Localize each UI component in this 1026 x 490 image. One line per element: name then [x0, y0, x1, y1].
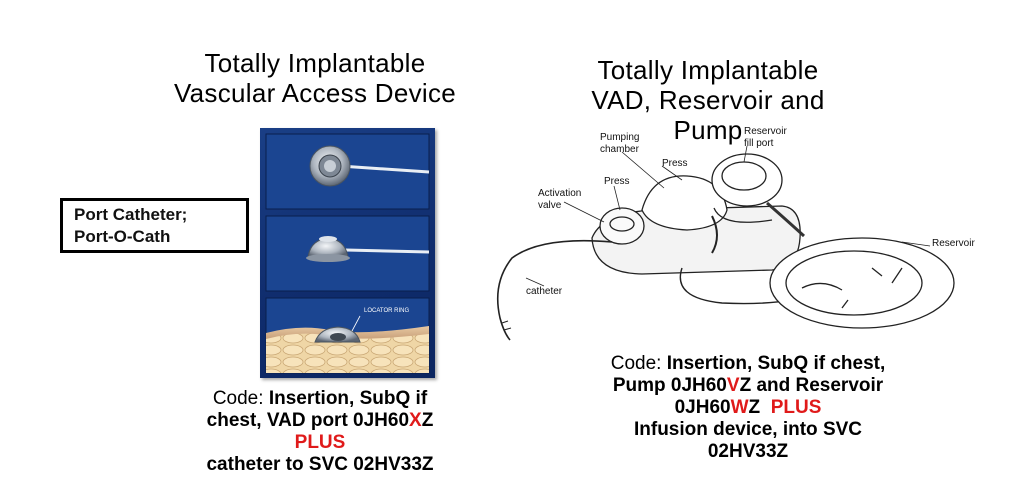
label-catheter: catheter — [526, 286, 563, 297]
activation-valve — [599, 207, 645, 245]
right-code-line4: Infusion device, into SVC — [633, 419, 863, 440]
label-activation: Activation — [538, 188, 581, 199]
label-pumping: Pumping — [600, 132, 639, 143]
left-code-line2: chest, VAD port 0JH60 — [206, 410, 410, 431]
right-code-plus: PLUS — [770, 397, 822, 418]
left-code-prefix: Code: — [212, 388, 269, 409]
right-title: Totally Implantable VAD, Reservoir and P… — [548, 55, 868, 145]
right-code-line3-pre: 0JH60 — [674, 397, 731, 418]
reservoir-fill-port — [711, 153, 783, 207]
left-code-bold1: Insertion, SubQ if — [268, 388, 428, 409]
label-reservoir-fill: Reservoir — [744, 126, 787, 137]
left-code-red-x: X — [409, 410, 422, 431]
reservoir — [769, 237, 955, 329]
label-reservoir: Reservoir — [932, 238, 975, 249]
left-title-line1: Totally Implantable — [204, 48, 426, 78]
locator-ring-label: LOCATOR RING — [364, 308, 409, 314]
left-code-line2-post: Z — [421, 410, 434, 431]
left-title-line2: Vascular Access Device — [173, 78, 457, 108]
label-valve: valve — [538, 200, 562, 211]
label-press-2: Press — [604, 176, 630, 187]
right-code-prefix: Code: — [610, 353, 667, 374]
right-code-red-v: V — [726, 375, 740, 396]
right-code-line2-post: Z and Reservoir — [739, 375, 884, 396]
right-code-red-w: W — [730, 397, 749, 418]
port-box-line1: Port Catheter; — [74, 205, 188, 224]
vad-port-photo: LOCATOR RING — [260, 128, 435, 378]
vad-port-illustration: LOCATOR RING — [265, 133, 430, 374]
right-title-line3: Pump — [673, 115, 743, 145]
catheter-line — [496, 239, 613, 341]
left-code-text: Code: Insertion, SubQ if chest, VAD port… — [120, 388, 520, 476]
right-code-line2-pre: Pump 0JH60 — [612, 375, 727, 396]
pump-reservoir-diagram: Pumping chamber Reservoir fill port Pres… — [496, 126, 975, 341]
right-title-line2: VAD, Reservoir and — [591, 85, 825, 115]
catheter-tube-2 — [345, 248, 430, 254]
right-title-line1: Totally Implantable — [597, 55, 819, 85]
right-code-bold1: Insertion, SubQ if chest, — [666, 353, 886, 374]
label-chamber: chamber — [600, 144, 640, 155]
left-code-line4: catheter to SVC 02HV33Z — [206, 454, 434, 475]
port-box-line2: Port-O-Cath — [74, 227, 171, 246]
label-fill-port: fill port — [744, 138, 774, 149]
catheter-tube-1 — [339, 164, 430, 174]
right-code-text: Code: Insertion, SubQ if chest, Pump 0JH… — [528, 353, 968, 463]
pumping-chamber — [641, 175, 728, 231]
port-catheter-box: Port Catheter; Port-O-Cath — [60, 198, 249, 253]
right-code-line5: 02HV33Z — [707, 441, 789, 462]
left-title: Totally Implantable Vascular Access Devi… — [130, 48, 500, 108]
label-press-1: Press — [662, 158, 688, 169]
left-code-plus: PLUS — [294, 432, 346, 453]
right-code-line3-post: Z — [748, 397, 761, 418]
